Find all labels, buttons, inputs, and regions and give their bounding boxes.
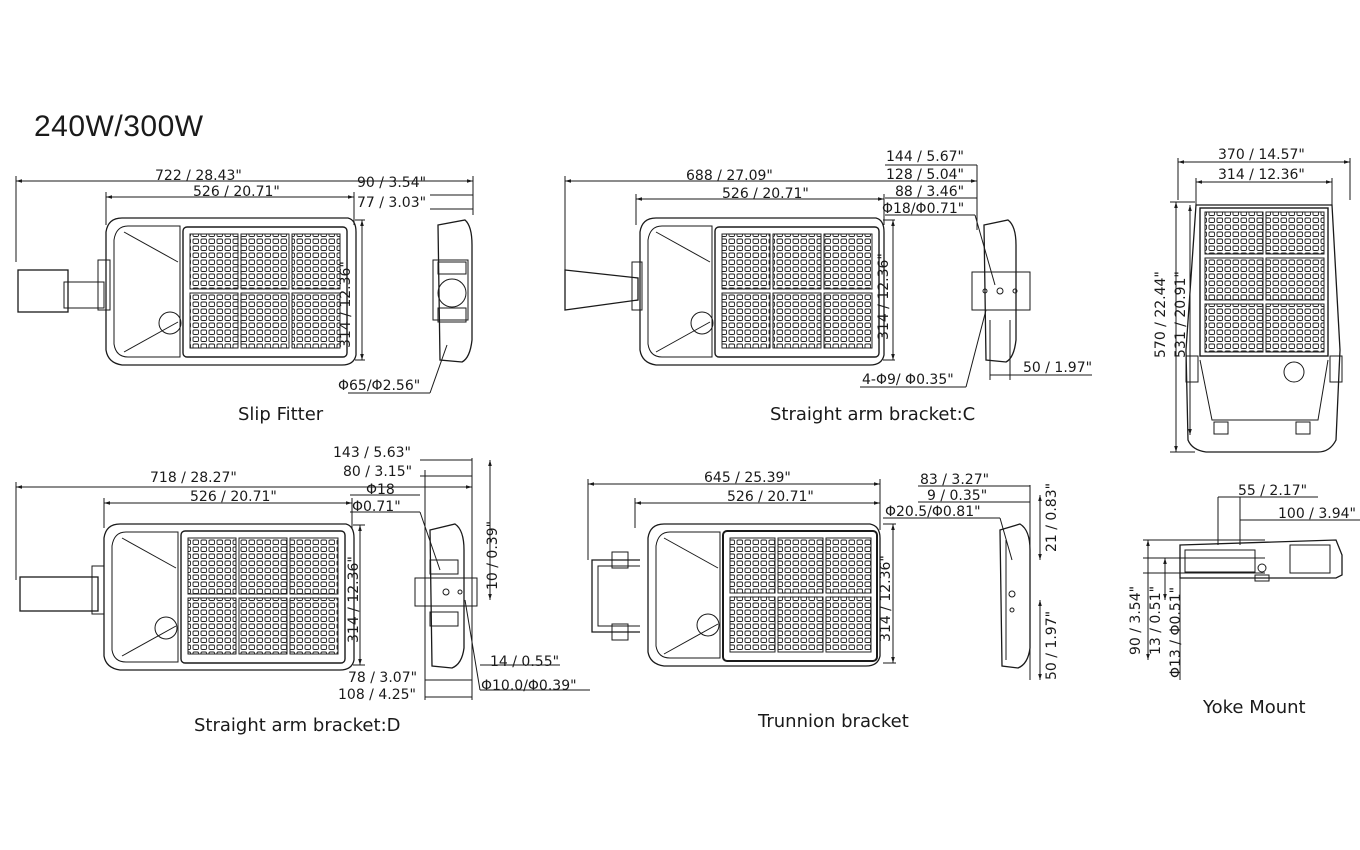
- dim-label: 9 / 0.35": [927, 488, 987, 504]
- dim-label: Φ0.71": [352, 499, 401, 515]
- dim-label: Φ20.5/Φ0.81": [885, 504, 981, 520]
- caption-arm-c: Straight arm bracket:C: [770, 404, 976, 425]
- dim-label: 370 / 14.57": [1218, 147, 1305, 163]
- dim-label: 50 / 1.97": [1023, 360, 1092, 376]
- dim-label: 100 / 3.94": [1278, 506, 1356, 522]
- dim-label: 722 / 28.43": [155, 168, 242, 184]
- arm-c-view: [564, 164, 1092, 388]
- trunnion-view: [587, 479, 1042, 680]
- dim-label: 50 / 1.97": [1044, 611, 1060, 680]
- yoke-side-view: [1143, 496, 1360, 680]
- dim-label: 314 / 12.36": [1218, 167, 1305, 183]
- page-title: 240W/300W: [34, 110, 204, 143]
- dim-label: 55 / 2.17": [1238, 483, 1307, 499]
- dim-label: 108 / 4.25": [338, 687, 416, 703]
- dim-label: 10 / 0.39": [485, 521, 501, 590]
- dim-label: 718 / 28.27": [150, 470, 237, 486]
- dim-label: 531 / 20.91": [1173, 271, 1189, 358]
- dim-label: 645 / 25.39": [704, 470, 791, 486]
- dim-label: 88 / 3.46": [895, 184, 964, 200]
- slip-fitter-view: [15, 176, 474, 394]
- dim-label: 90 / 3.54": [357, 175, 426, 191]
- dim-label: Φ18/Φ0.71": [882, 201, 964, 217]
- dim-label: 144 / 5.67": [886, 149, 964, 165]
- dim-label: 526 / 20.71": [193, 184, 280, 200]
- dim-label: 314 / 12.36": [876, 253, 892, 340]
- dim-label: 526 / 20.71": [190, 489, 277, 505]
- caption-trunnion: Trunnion bracket: [758, 711, 909, 732]
- dim-label: 13 / 0.51": [1148, 586, 1164, 655]
- dim-label: 90 / 3.54": [1128, 586, 1144, 655]
- caption-yoke-mount: Yoke Mount: [1203, 697, 1306, 718]
- dim-label: 526 / 20.71": [722, 186, 809, 202]
- dim-label: 80 / 3.15": [343, 464, 412, 480]
- dim-label: Φ65/Φ2.56": [338, 378, 420, 394]
- dim-label: 688 / 27.09": [686, 168, 773, 184]
- caption-slip-fitter: Slip Fitter: [238, 404, 324, 425]
- dim-label: Φ13 / Φ0.51": [1168, 587, 1184, 678]
- dim-label: 314 / 12.36": [878, 555, 894, 642]
- arm-d-view: [15, 458, 590, 700]
- dim-label: 314 / 12.36": [346, 556, 362, 643]
- dim-label: 83 / 3.27": [920, 472, 989, 488]
- dim-label: 78 / 3.07": [348, 670, 417, 686]
- dim-label: 526 / 20.71": [727, 489, 814, 505]
- dim-label: 570 / 22.44": [1153, 271, 1169, 358]
- dim-label: 143 / 5.63": [333, 445, 411, 461]
- dim-label: 128 / 5.04": [886, 167, 964, 183]
- dim-label: 314 / 12.36": [338, 261, 354, 348]
- dim-label: Φ18: [366, 482, 395, 498]
- caption-arm-d: Straight arm bracket:D: [194, 715, 401, 736]
- yoke-front-view: [1170, 158, 1351, 453]
- dimension-labels: 722 / 28.43" 526 / 20.71" 90 / 3.54" 77 …: [150, 147, 1356, 703]
- dim-label: 21 / 0.83": [1044, 483, 1060, 552]
- dim-label: Φ10.0/Φ0.39": [481, 678, 577, 694]
- dim-label: 77 / 3.03": [357, 195, 426, 211]
- dim-label: 14 / 0.55": [490, 654, 559, 670]
- dim-label: 4-Φ9/ Φ0.35": [862, 372, 954, 388]
